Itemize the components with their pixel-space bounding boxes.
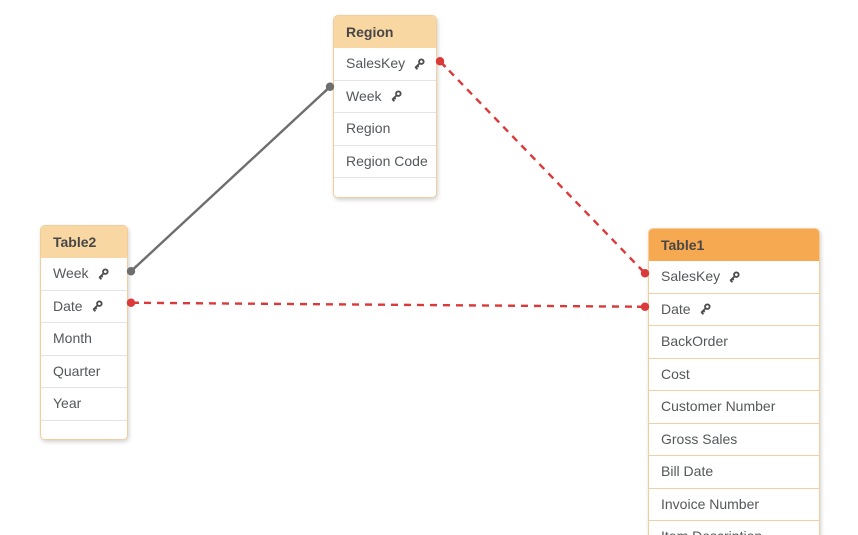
field-row-table1-customer-number[interactable]: Customer Number [649,391,819,424]
field-label: Cost [661,365,690,382]
table-header-region[interactable]: Region [334,16,436,48]
key-icon [729,271,740,283]
field-row-table2-quarter[interactable]: Quarter [41,355,127,388]
field-row-region-region[interactable]: Region [334,113,436,146]
association-table2-week--region-week[interactable] [126,82,335,276]
key-icon [700,303,711,316]
field-row-table1-item-description[interactable]: Item Description [649,521,819,535]
key-icon [92,300,103,313]
field-row-table1-invoice-number[interactable]: Invoice Number [649,488,819,521]
field-label: Invoice Number [661,495,760,512]
field-label: Gross Sales [661,430,738,447]
association-endpoint-dot [126,298,136,307]
field-row-region-region-code[interactable]: Region Code [334,145,436,178]
field-label: Region Code [346,152,428,169]
association-region-saleskey--table1-saleskey[interactable] [435,57,650,278]
field-row-table1-cost[interactable]: Cost [649,358,819,391]
field-label: Date [661,300,691,317]
field-label: SalesKey [346,55,406,71]
field-label: Year [53,395,82,411]
table-bottom-spacer [41,420,127,439]
association-endpoint-dot [126,267,136,276]
field-row-table2-date[interactable]: Date [41,290,127,323]
field-row-table1-backorder[interactable]: BackOrder [649,326,819,359]
field-label: Week [346,87,382,104]
key-icon [391,90,402,103]
field-row-table2-month[interactable]: Month [41,323,127,356]
table-header-table2[interactable]: Table2 [41,226,127,258]
key-icon [98,268,109,280]
field-label: Customer Number [661,398,776,414]
field-label: BackOrder [661,333,728,349]
field-label: SalesKey [661,268,721,284]
field-label: Week [53,265,89,281]
field-label: Quarter [53,362,101,379]
field-label: Item Description [661,521,762,535]
field-label: Bill Date [661,463,714,479]
field-row-region-saleskey[interactable]: SalesKey [334,48,436,81]
key-icon [414,58,425,70]
association-endpoint-dot [435,57,445,66]
field-row-table1-bill-date[interactable]: Bill Date [649,456,819,489]
field-row-region-week[interactable]: Week [334,80,436,113]
table-bottom-spacer [334,178,436,197]
association-table2-date--table1-date[interactable] [126,298,650,311]
field-row-table1-saleskey[interactable]: SalesKey [649,261,819,294]
field-row-table2-year[interactable]: Year [41,388,127,421]
field-label: Region [346,120,391,136]
field-row-table2-week[interactable]: Week [41,258,127,291]
field-row-table1-date[interactable]: Date [649,293,819,326]
field-label: Month [53,330,92,346]
field-row-table1-gross-sales[interactable]: Gross Sales [649,423,819,456]
table-header-table1[interactable]: Table1 [649,229,819,261]
field-label: Date [53,297,83,314]
